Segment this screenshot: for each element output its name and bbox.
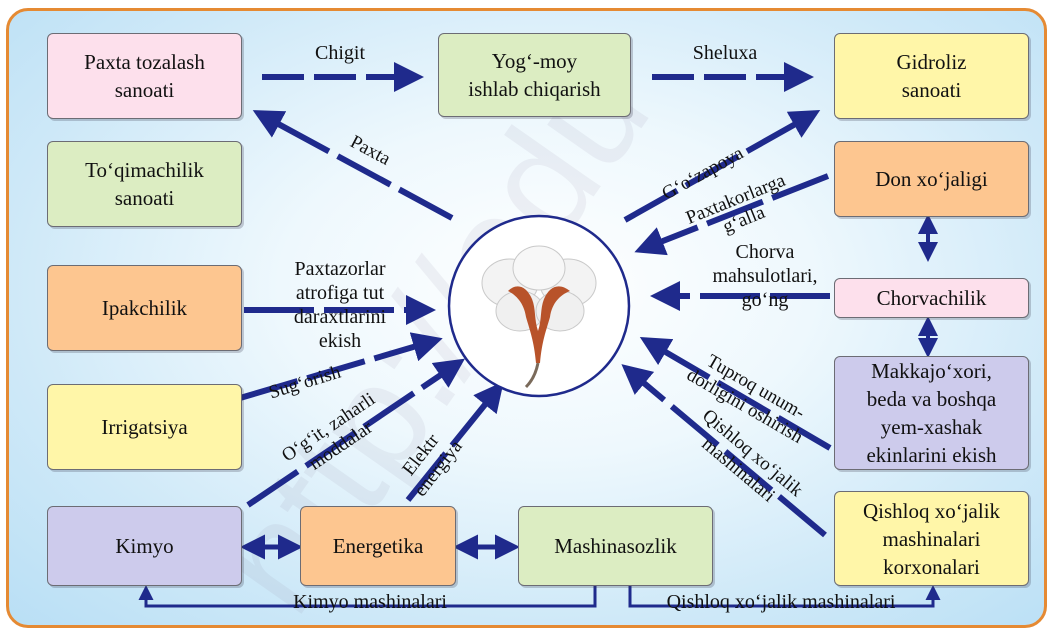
arrow-kimyo-mashinalari [138, 580, 597, 608]
box-mashinasozlik: Mashinasozlik [518, 506, 713, 586]
box-kimyo: Kimyo [47, 506, 242, 586]
box-don: Don xo‘jaligi [834, 141, 1029, 217]
arrow-sugorish [239, 332, 443, 401]
box-paxta-tozalash: Paxta tozalash sanoati [47, 33, 242, 119]
label-kimyo-mashinalari: Kimyo mashinalari [293, 591, 447, 613]
box-chorvachilik: Chorvachilik [834, 278, 1029, 318]
box-makkajoxori: Makkajo‘xori, beda va boshqa yem-xashak … [834, 356, 1029, 470]
box-energetika: Energetika [300, 506, 456, 586]
label-sheluxa: Sheluxa [692, 42, 758, 64]
arrow-paxta [252, 110, 454, 221]
cotton-boll-icon [481, 245, 597, 389]
label-paxtazorlar: Paxtazorlar atrofiga tut daraxtlarini ek… [293, 258, 387, 352]
arrow-elektr [405, 381, 504, 502]
arrow-qishloq-diag [621, 364, 827, 538]
box-yog-moy: Yog‘-moy ishlab chiqarish [438, 33, 631, 117]
cotton-circle [447, 214, 631, 398]
arrow-gozapoya [623, 110, 821, 223]
box-irrigatsiya: Irrigatsiya [47, 384, 242, 470]
label-chorva: Chorva mahsulotlari, go‘ng [712, 241, 818, 311]
label-qishloq-mashinalari-bottom: Qishloq xo‘jalik mashinalari [666, 591, 896, 613]
box-gidroliz: Gidroliz sanoati [834, 33, 1029, 119]
arrow-qishloq-bottom [628, 580, 941, 608]
arrow-ogit [246, 358, 465, 508]
box-toqimachilik: To‘qimachilik sanoati [47, 141, 242, 227]
arrow-paxtakorlarga [634, 173, 830, 256]
box-ipakchilik: Ipakchilik [47, 265, 242, 351]
box-qishloq-korxonalari: Qishloq xo‘jalik mashinalari korxonalari [834, 491, 1029, 586]
label-chigit: Chigit [314, 42, 365, 64]
arrow-tuproq [639, 336, 832, 451]
